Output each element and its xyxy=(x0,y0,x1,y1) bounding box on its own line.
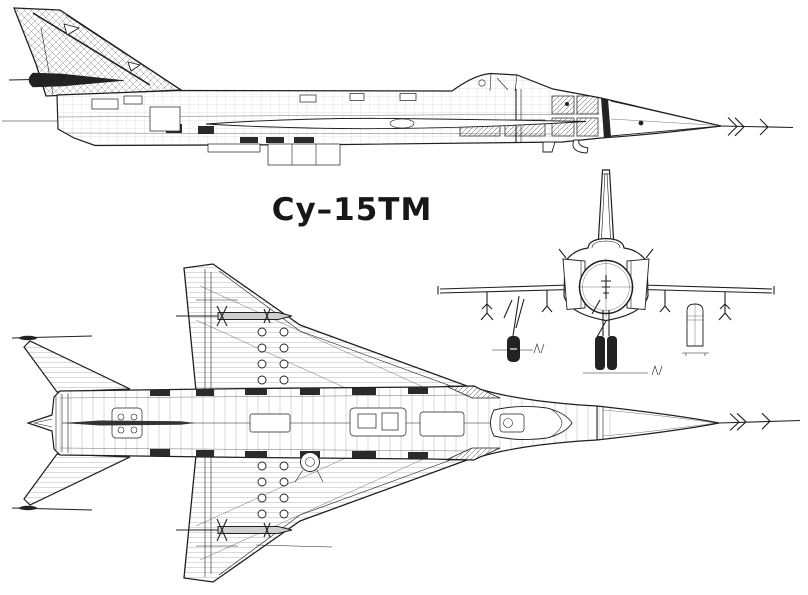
intake-left xyxy=(562,258,586,310)
canopy-front xyxy=(591,240,621,249)
missile-left-plan xyxy=(176,305,293,327)
inspection-panels-right xyxy=(257,461,289,519)
intake-antennas xyxy=(558,248,654,259)
tailplane-side xyxy=(8,72,125,88)
pitot-boom-plan xyxy=(718,412,801,431)
title-label: Су–15ТМ xyxy=(272,192,433,228)
inspection-panels-left xyxy=(257,327,289,385)
wing-left-plan xyxy=(183,263,479,394)
intake-lips-plan xyxy=(445,385,501,461)
pitot-boom-side xyxy=(720,117,794,137)
wing-right-plan xyxy=(183,452,479,583)
nose-gear-front xyxy=(583,299,663,376)
plan-view xyxy=(11,263,801,583)
side-view xyxy=(2,7,794,166)
drop-tank-front xyxy=(682,303,709,356)
cockpit-canopy-plan xyxy=(490,405,573,441)
vertical-fin-front xyxy=(597,169,615,248)
main-gear-front xyxy=(492,295,545,362)
main-wheel-plan xyxy=(294,452,324,483)
radome-front xyxy=(578,258,634,318)
tailplane-right-plan xyxy=(11,453,131,511)
fin-edge-plan xyxy=(62,420,196,426)
wing-root-profile xyxy=(205,117,587,130)
nose-radome-side xyxy=(601,98,722,138)
pylons-front xyxy=(480,290,732,321)
cockpit-canopy-side xyxy=(478,73,518,92)
nose-radome-plan xyxy=(596,406,717,440)
front-view xyxy=(437,169,775,376)
missile-right-plan xyxy=(176,518,333,548)
ventral-details-side xyxy=(207,102,644,166)
tailplane-left-plan xyxy=(11,335,131,393)
wings-front xyxy=(437,284,775,295)
